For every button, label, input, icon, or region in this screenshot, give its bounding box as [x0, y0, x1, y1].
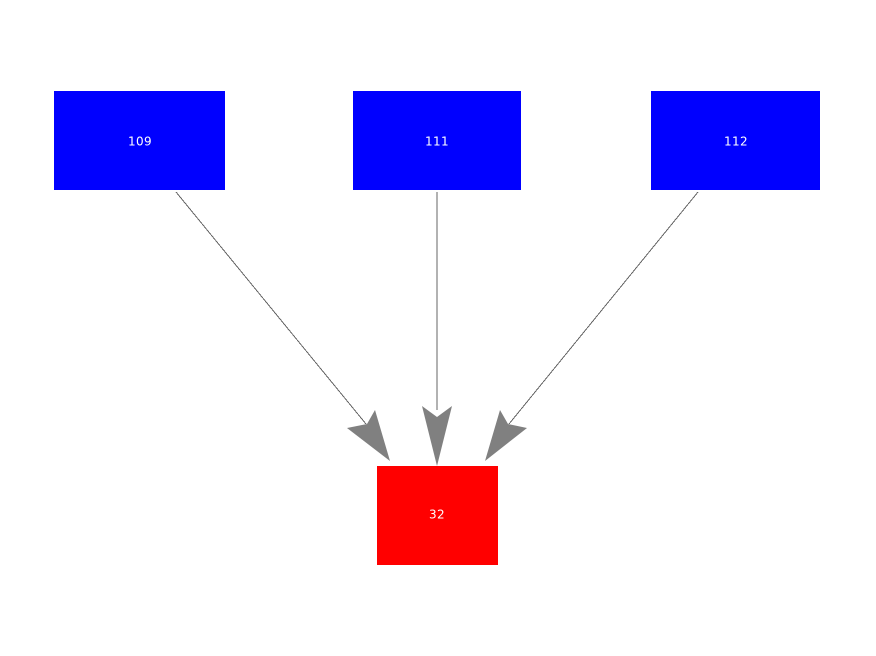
node-32-rect[interactable] [377, 466, 498, 565]
edge-112-to-32-line[interactable] [508, 191, 699, 425]
node-109-rect[interactable] [54, 91, 225, 190]
node-32[interactable]: 32 [377, 466, 498, 565]
node-109[interactable]: 109 [54, 91, 225, 190]
edge-112-to-32-arrowhead-icon [485, 410, 527, 461]
edge-111-to-32-arrowhead-icon [422, 406, 452, 466]
arrowhead-layer [347, 406, 527, 466]
edge-layer [175, 191, 699, 425]
node-112-rect[interactable] [651, 91, 820, 190]
edge-109-to-32-arrowhead-icon [347, 410, 390, 461]
node-layer: 109 111 112 32 [54, 91, 820, 565]
node-111[interactable]: 111 [353, 91, 521, 190]
node-111-rect[interactable] [353, 91, 521, 190]
node-112[interactable]: 112 [651, 91, 820, 190]
edge-109-to-32-line[interactable] [175, 191, 367, 425]
